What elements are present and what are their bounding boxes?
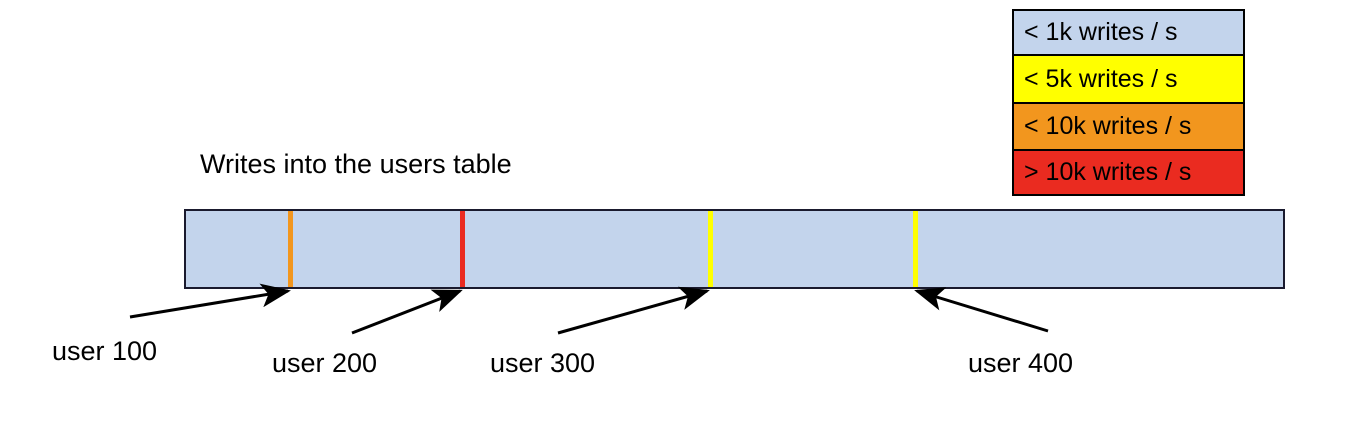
legend-entry-under-10k: < 10k writes / s <box>1014 104 1243 151</box>
callout-arrow-user-400 <box>914 287 1049 333</box>
legend-entry-label: < 1k writes / s <box>1024 18 1178 46</box>
callout-label-user-100: user 100 <box>52 336 158 366</box>
callout-arrow-user-200 <box>351 289 463 335</box>
legend-entry-over-10k: > 10k writes / s <box>1014 151 1243 194</box>
partition-divider-user-400 <box>913 211 918 287</box>
callout-label-user-400: user 400 <box>968 348 1074 378</box>
callout-arrow-user-100 <box>129 283 291 319</box>
band-fill <box>186 211 1283 287</box>
legend-entry-under-1k: < 1k writes / s <box>1014 11 1243 56</box>
chart-title: Writes into the users table <box>200 149 512 179</box>
legend-entry-label: < 5k writes / s <box>1024 64 1178 93</box>
legend-entry-label: < 10k writes / s <box>1024 112 1192 140</box>
partition-divider-user-100 <box>288 211 293 287</box>
callout-label-user-200: user 200 <box>272 348 378 378</box>
users-table-keyspace-band <box>184 209 1285 289</box>
callout-label-user-300: user 300 <box>490 348 596 378</box>
legend-entry-label: > 10k writes / s <box>1024 158 1192 186</box>
write-rate-legend: < 1k writes / s < 5k writes / s < 10k wr… <box>1012 9 1245 196</box>
partition-divider-user-200 <box>460 211 465 287</box>
callout-arrow-user-300 <box>557 286 710 335</box>
partition-divider-user-300 <box>708 211 713 287</box>
legend-entry-under-5k: < 5k writes / s <box>1014 56 1243 104</box>
